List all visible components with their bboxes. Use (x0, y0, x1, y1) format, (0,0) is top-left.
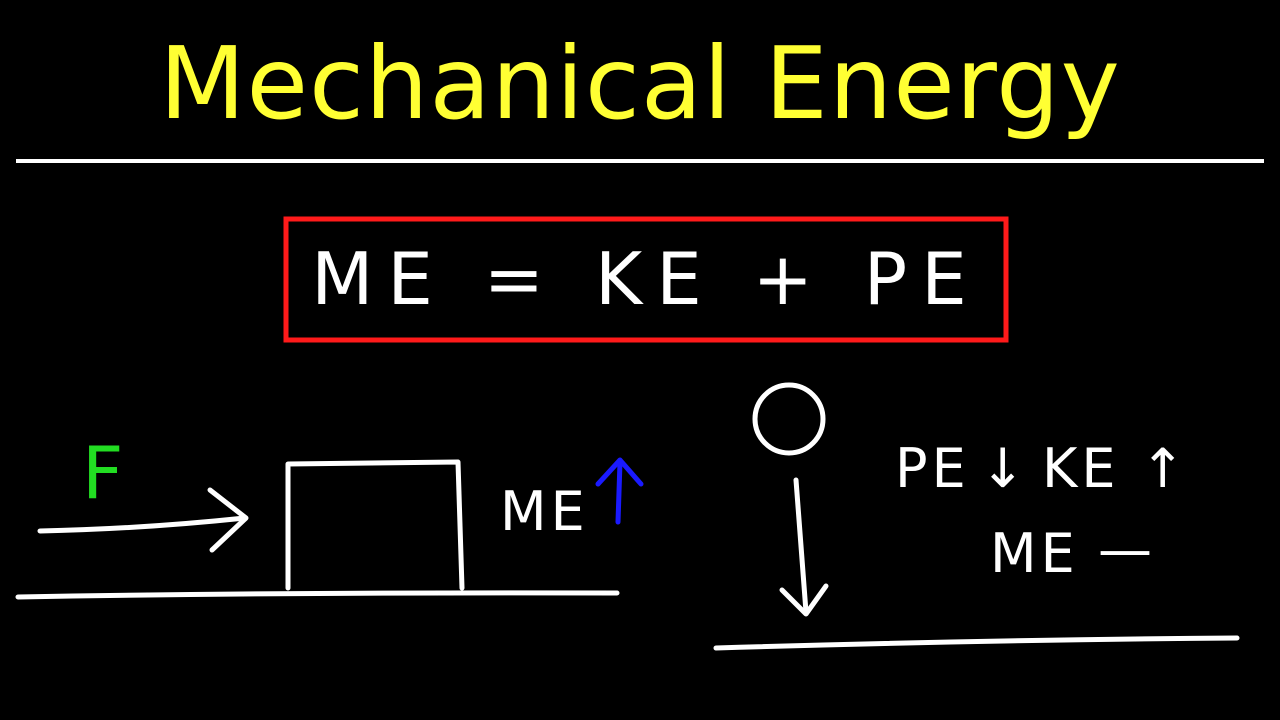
page-title: Mechanical Energy (159, 25, 1121, 142)
right-me-label: ME (990, 522, 1079, 585)
force-arrow (37, 487, 249, 553)
left-ground (15, 590, 620, 600)
block (285, 459, 465, 591)
right-ground (713, 635, 1240, 651)
right-scene: PE ↓ KE ↑ ME — (713, 382, 1240, 651)
left-scene: F ME (15, 431, 644, 600)
ball (752, 382, 826, 456)
force-label: F (82, 431, 123, 515)
formula-box: ME = KE + PE (283, 216, 1009, 343)
formula-text: ME = KE + PE (311, 237, 980, 321)
formula-border (283, 216, 1009, 343)
ke-up-icon: ↑ (1140, 437, 1189, 500)
me-constant-dash: — (1098, 518, 1156, 581)
pe-down-icon: ↓ (980, 437, 1029, 500)
me-up-arrow (595, 457, 644, 525)
left-me-label: ME (500, 480, 589, 543)
ke-label: KE (1042, 437, 1120, 500)
pe-label: PE (895, 437, 970, 500)
fall-arrow (779, 477, 829, 617)
